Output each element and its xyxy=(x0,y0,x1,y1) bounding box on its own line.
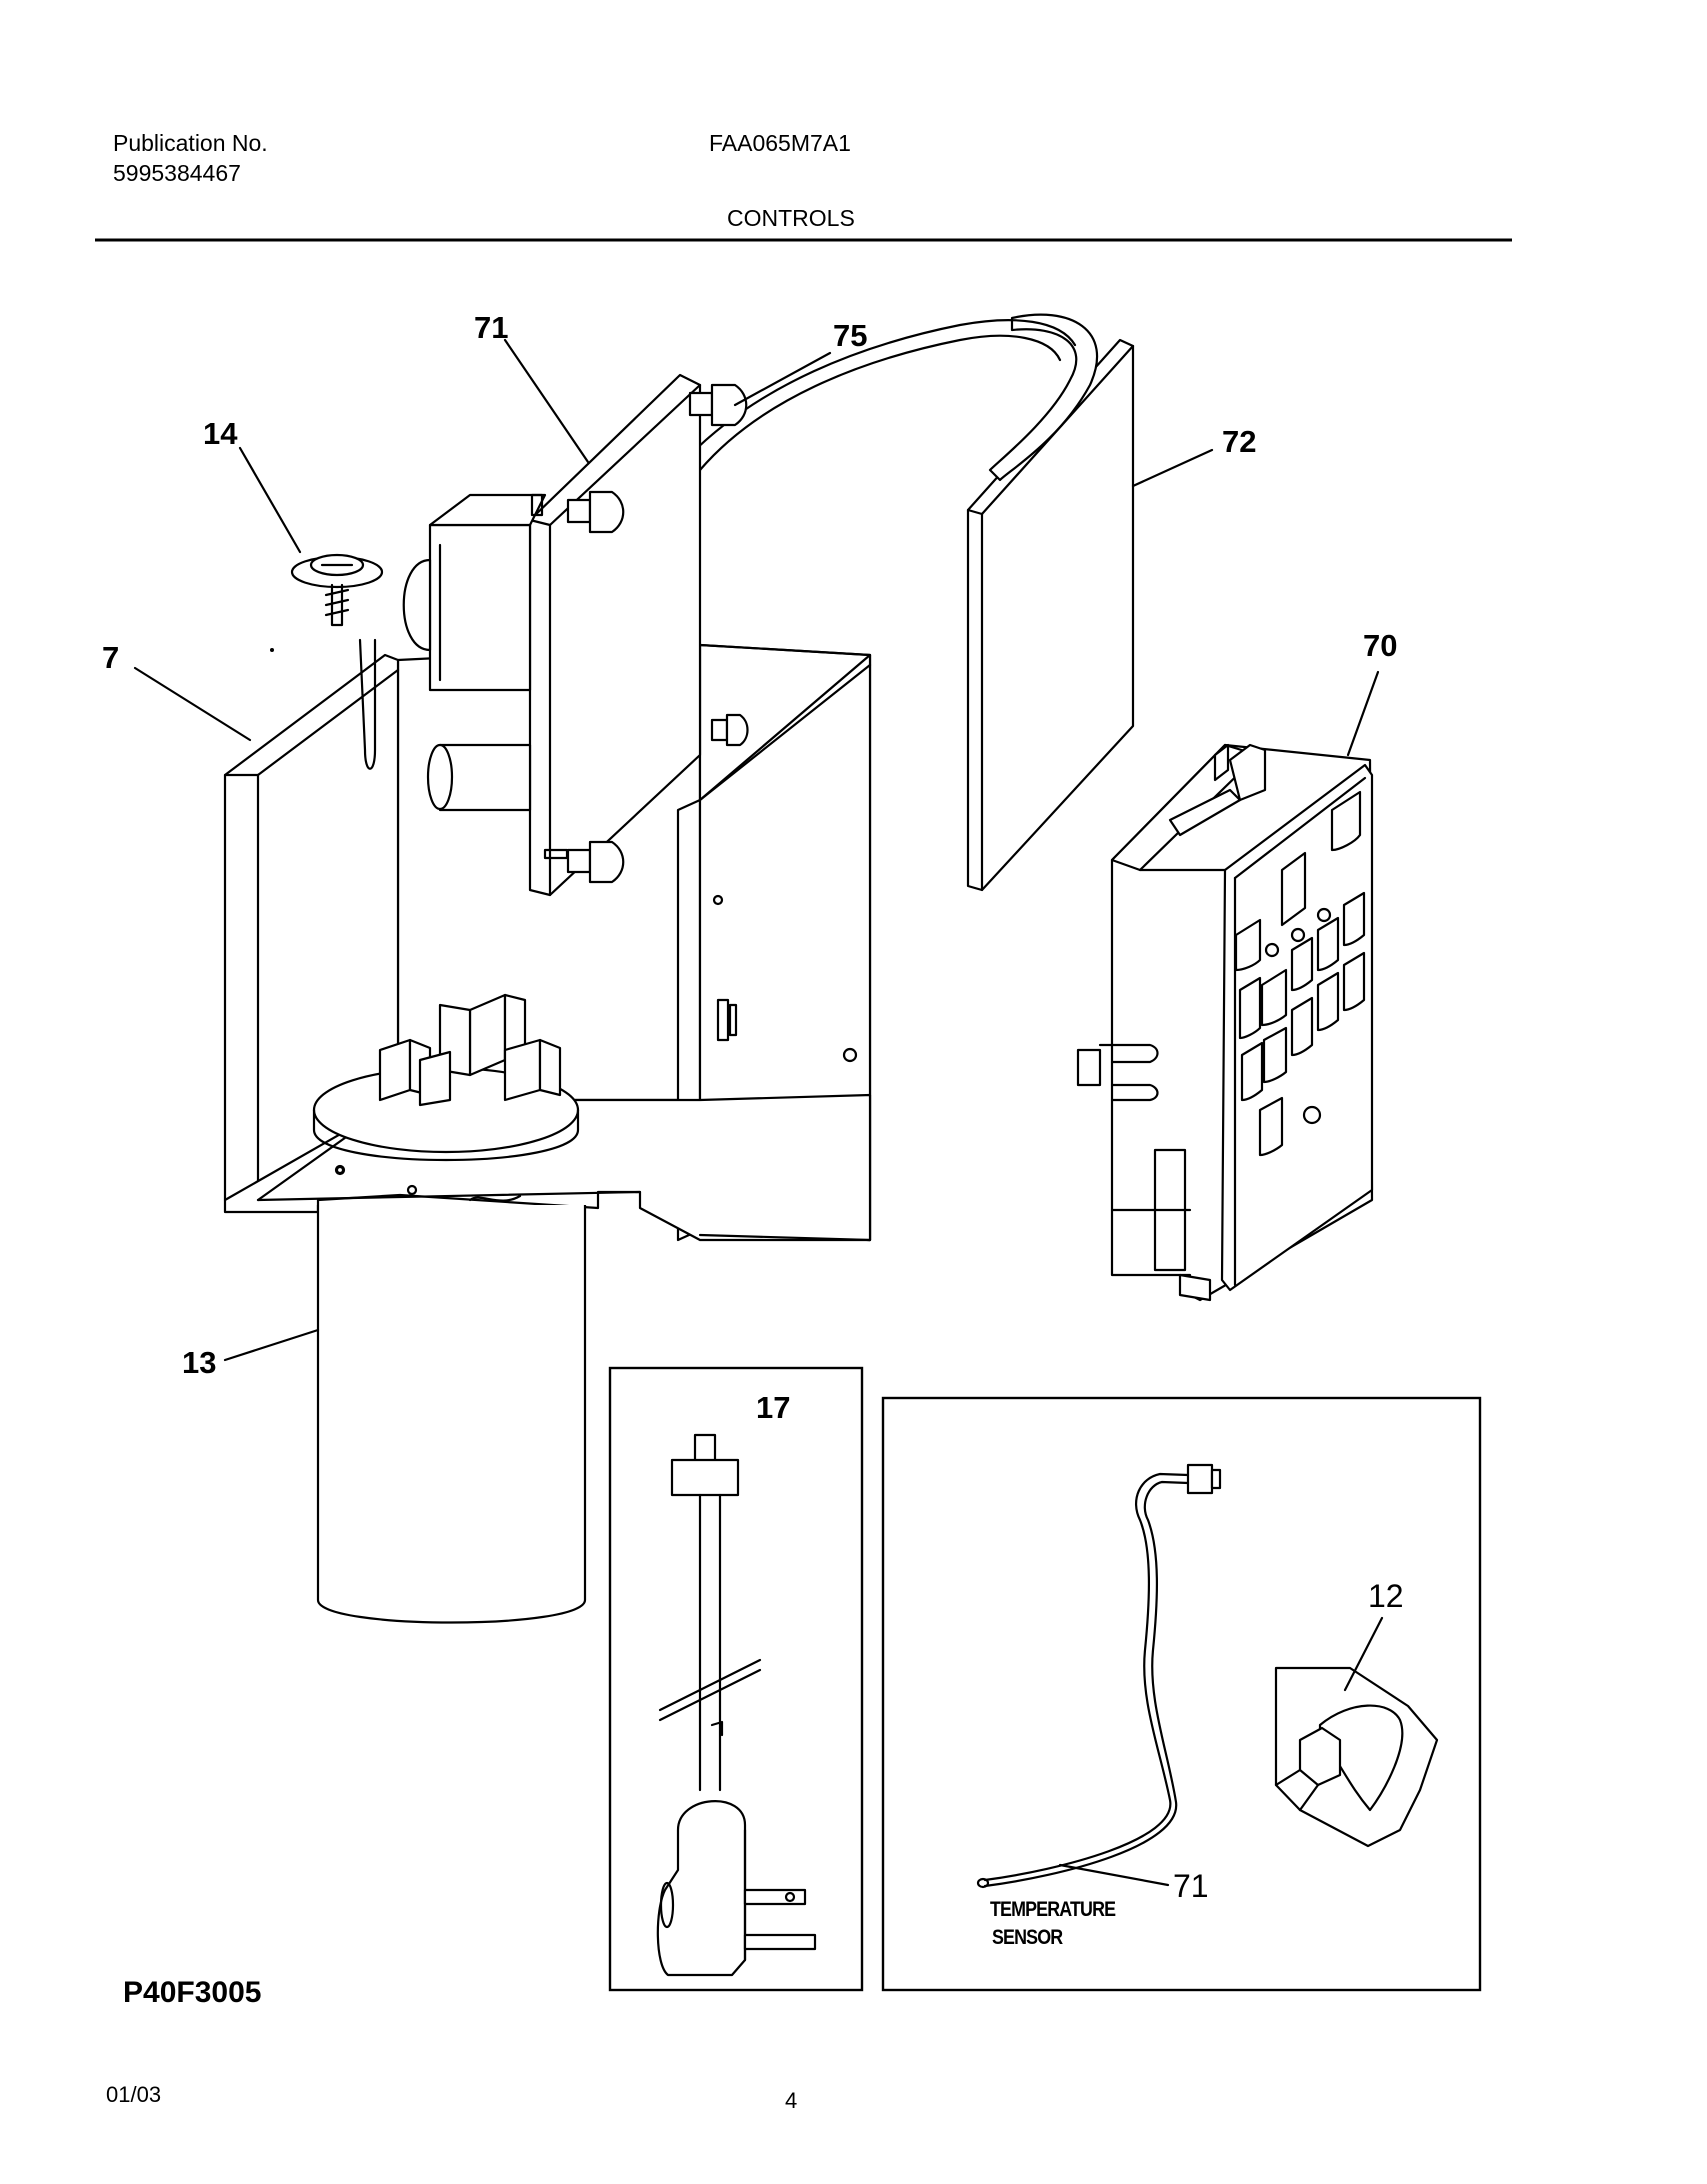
leader-12 xyxy=(1343,1616,1384,1692)
footer-date: 01/03 xyxy=(106,2082,162,2107)
callout-12-holder: 12 xyxy=(1368,1578,1404,1614)
sensor-inset-box xyxy=(881,1396,1482,1992)
sensor-label-line1: TEMPERATURE xyxy=(990,1898,1116,1921)
callout-7-box: 7 xyxy=(102,640,120,675)
publication-number: 5995384467 xyxy=(113,160,241,186)
part-12-sensor-holder xyxy=(1274,1666,1439,1848)
figure-code: P40F3005 xyxy=(123,1976,262,2009)
part-75-standoffs xyxy=(543,383,749,884)
section-title: CONTROLS xyxy=(727,205,855,231)
leader-75 xyxy=(733,351,832,407)
sensor-label-line2: SENSOR xyxy=(992,1926,1063,1949)
part-70-control-panel xyxy=(1076,743,1374,1302)
callout-70-panel: 70 xyxy=(1363,628,1398,663)
model-number: FAA065M7A1 xyxy=(709,130,851,156)
callout-14-screw: 14 xyxy=(203,416,238,451)
callout-72-cover: 72 xyxy=(1222,424,1257,459)
part-17-inset-box xyxy=(608,1366,864,1992)
leader-71-sensor xyxy=(1058,1863,1170,1887)
leader-13 xyxy=(223,1328,320,1362)
callout-75-standoff: 75 xyxy=(833,318,868,353)
publication-label: Publication No. xyxy=(113,130,268,156)
callout-71-sensor: 71 xyxy=(1173,1868,1209,1904)
leader-lines xyxy=(133,338,1384,1887)
leader-70 xyxy=(1346,670,1380,757)
part-71-temperature-sensor xyxy=(976,1463,1222,1889)
callout-71-board: 71 xyxy=(474,310,509,345)
leader-14 xyxy=(238,446,302,554)
leader-7 xyxy=(133,666,252,742)
callout-17-cord: 17 xyxy=(756,1390,791,1425)
page-number: 4 xyxy=(785,2088,798,2113)
part-13-capacitor xyxy=(312,993,587,1624)
leader-71-top xyxy=(503,338,590,464)
leader-72 xyxy=(1131,448,1214,488)
stray-dot xyxy=(270,648,274,652)
callout-13-capacitor: 13 xyxy=(182,1345,217,1380)
part-72-board-cover xyxy=(966,338,1135,892)
part-14-screw xyxy=(290,553,384,627)
part-17-power-cord xyxy=(656,1433,817,1977)
